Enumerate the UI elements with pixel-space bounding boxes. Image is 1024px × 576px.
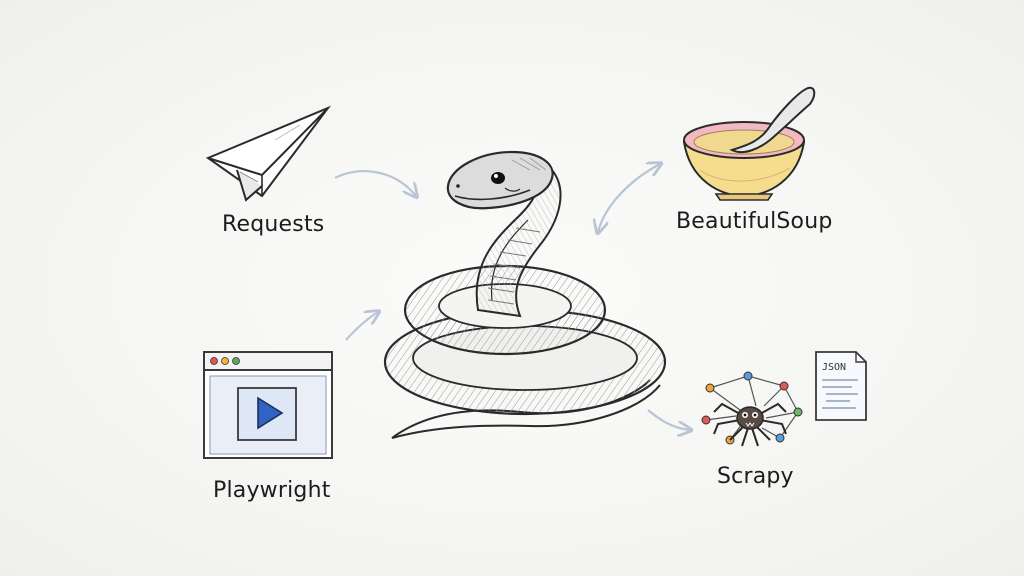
arrow-requests-to-python: [334, 170, 416, 196]
arrow-python-soup-bidirectional: [598, 164, 660, 232]
beautifulsoup-label: BeautifulSoup: [676, 209, 833, 234]
play-triangle-icon: [257, 396, 284, 430]
json-document-icon: JSON: [815, 351, 867, 421]
playwright-label: Playwright: [213, 478, 331, 503]
browser-play-icon: [203, 351, 333, 459]
arrow-python-to-scrapy: [647, 409, 690, 430]
requests-label: Requests: [222, 212, 325, 237]
spider-network-icon: [701, 371, 803, 447]
window-minimize-dot: [221, 357, 229, 365]
json-doc-label: JSON: [822, 362, 846, 373]
window-maximize-dot: [232, 357, 240, 365]
soup-bowl-icon: [682, 86, 816, 201]
scrapy-label: Scrapy: [717, 464, 794, 489]
python-snake-illustration: [383, 150, 667, 439]
window-close-dot: [210, 357, 218, 365]
arrow-playwright-to-python: [345, 312, 378, 341]
paper-plane-icon: [205, 105, 331, 202]
flow-arrows: [334, 164, 690, 430]
